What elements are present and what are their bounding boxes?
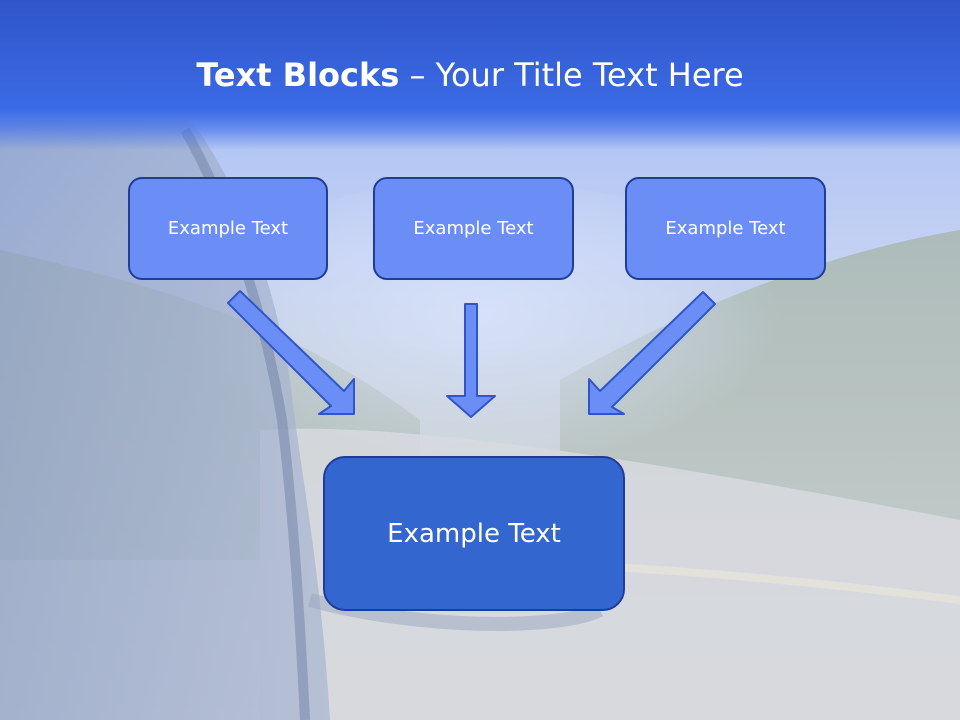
text-block-2[interactable]: Example Text <box>373 177 574 280</box>
title-band <box>0 0 960 150</box>
target-text-block-label: Example Text <box>387 518 561 549</box>
title-bold: Text Blocks <box>196 56 400 94</box>
title-rest: – Your Title Text Here <box>399 56 744 94</box>
target-text-block[interactable]: Example Text <box>323 456 625 611</box>
arrow-right-diagonal <box>588 291 716 415</box>
text-block-3[interactable]: Example Text <box>625 177 826 280</box>
arrow-left-diagonal <box>227 290 355 415</box>
text-block-2-label: Example Text <box>413 218 534 239</box>
text-block-1[interactable]: Example Text <box>128 177 328 280</box>
text-block-3-label: Example Text <box>665 218 786 239</box>
arrow-center-down <box>446 303 496 418</box>
text-block-1-label: Example Text <box>167 218 289 239</box>
slide-title: Text Blocks – Your Title Text Here <box>0 52 940 98</box>
